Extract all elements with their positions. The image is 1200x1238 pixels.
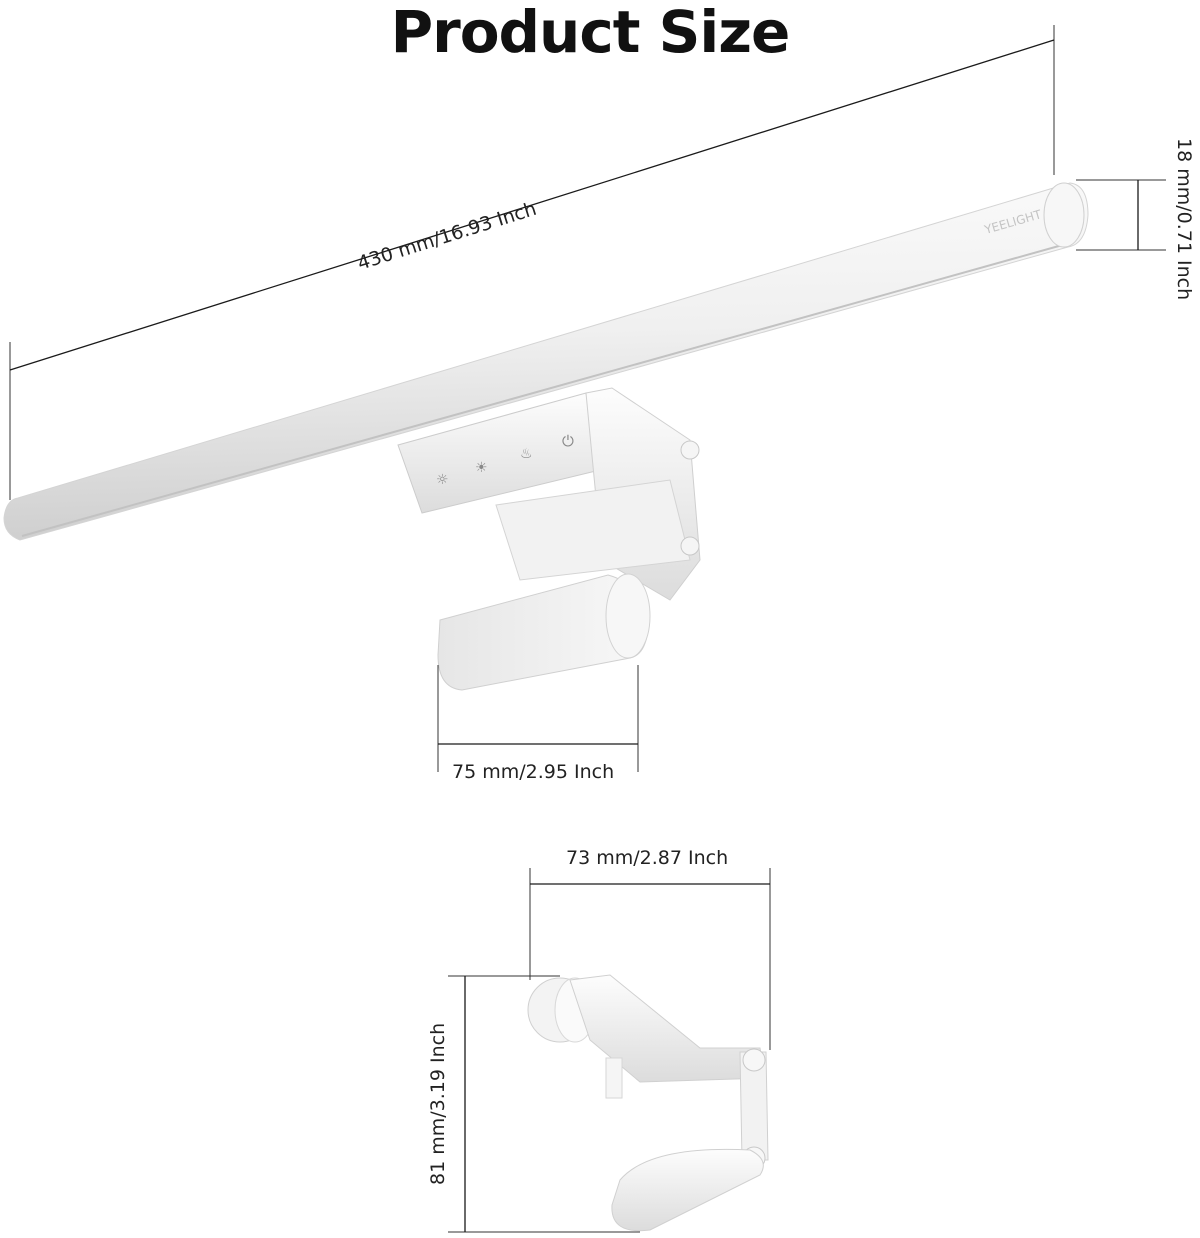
brightness-high-icon: ☀	[475, 460, 488, 476]
length-label: 430 mm/16.93 Inch	[355, 198, 539, 275]
color-temperature-icon: ♨	[520, 446, 533, 462]
brightness-low-icon: ☼	[436, 472, 449, 488]
width-dimension: 75 mm/2.95 Inch	[437, 665, 639, 783]
light-bar-illustration: YEELIGHT	[3, 182, 1089, 541]
diameter-label: 18 mm/0.71 Inch	[1173, 138, 1195, 300]
hinge-pin-icon	[680, 440, 700, 460]
diameter-dimension: 18 mm/0.71 Inch	[1076, 138, 1195, 300]
clip-height-dimension: 81 mm/3.19 Inch	[427, 975, 640, 1233]
clip-width-label: 73 mm/2.87 Inch	[566, 847, 728, 869]
mount-side-illustration	[527, 974, 769, 1232]
mount-front-illustration: ☼ ☀ ♨ ⏻	[397, 387, 701, 691]
clip-height-label: 81 mm/3.19 Inch	[427, 1023, 449, 1185]
width-label: 75 mm/2.95 Inch	[452, 761, 614, 783]
clip-width-dimension: 73 mm/2.87 Inch	[529, 847, 771, 1050]
power-icon: ⏻	[562, 432, 574, 450]
hinge-pin-icon	[680, 536, 700, 556]
hinge-pin-icon	[742, 1048, 766, 1072]
page-title: Product Size	[391, 0, 790, 66]
